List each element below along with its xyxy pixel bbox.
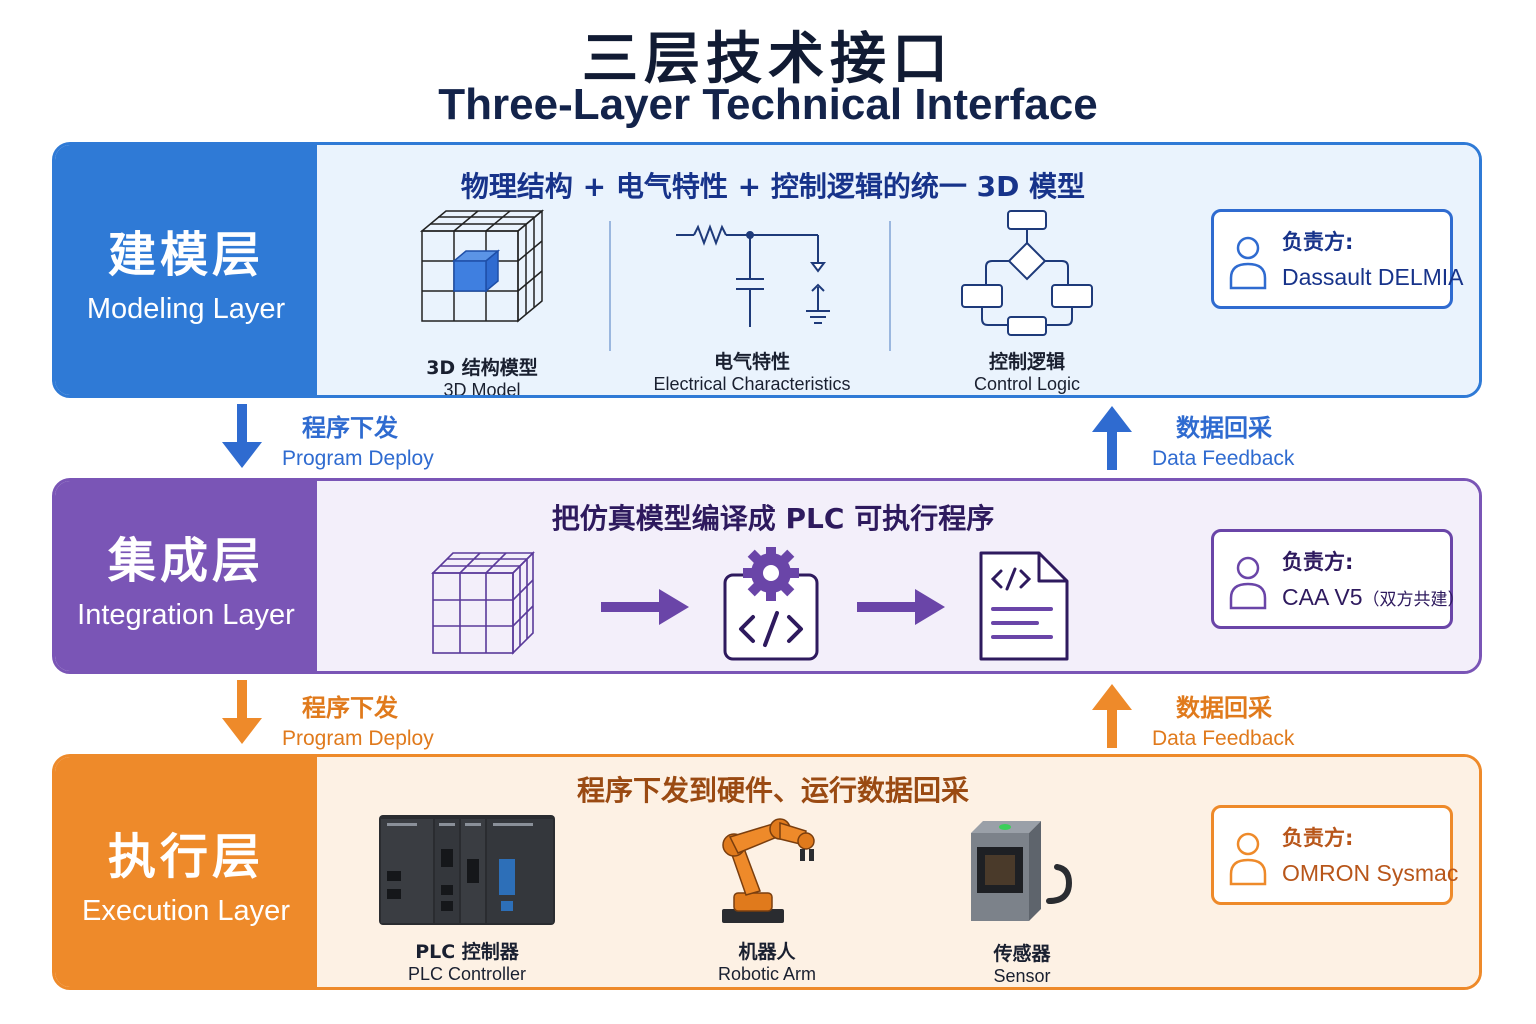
modeling-layer-title-cn: 建模层 — [107, 226, 264, 283]
arrow-right-icon — [857, 589, 945, 625]
integration-layer: 集成层 Integration Layer 把仿真模型编译成 PLC 可执行程序 — [52, 478, 1482, 674]
integration-owner-card: 负责方: CAA V5（双方共建） — [1211, 529, 1465, 629]
modeling-layer-header: 建模层 Modeling Layer — [55, 145, 317, 395]
arrow-right-icon — [601, 589, 689, 625]
3d-cube-grid-icon — [419, 209, 545, 323]
execution-layer-body: 程序下发到硬件、运行数据回采 PLC 控制器 PLC Controller — [317, 757, 1479, 987]
arrow-down-icon — [222, 680, 262, 744]
modeling-owner-label: 负责方: — [1282, 230, 1354, 254]
divider — [609, 221, 611, 351]
integration-layer-header: 集成层 Integration Layer — [55, 481, 317, 671]
item-sensor-label-cn: 传感器 — [993, 943, 1051, 965]
integration-layer-title-cn: 集成层 — [107, 532, 264, 589]
program-deploy-cn: 程序下发 — [302, 694, 398, 722]
person-icon — [1229, 236, 1267, 290]
program-deploy-label-1: 程序下发 Program Deploy — [282, 408, 434, 471]
divider — [889, 221, 891, 351]
execution-layer: 执行层 Execution Layer 程序下发到硬件、运行数据回采 PLC 控… — [52, 754, 1482, 990]
item-control-logic: 控制逻辑 Control Logic — [947, 207, 1107, 395]
execution-layer-header: 执行层 Execution Layer — [55, 757, 317, 987]
execution-layer-headline: 程序下发到硬件、运行数据回采 — [576, 774, 969, 807]
item-control-logic-label-cn: 控制逻辑 — [988, 351, 1065, 373]
execution-owner-value: OMRON Sysmac — [1282, 860, 1459, 886]
modeling-layer-body: 物理结构 + 电气特性 + 控制逻辑的统一 3D 模型 — [317, 145, 1479, 395]
execution-layer-title-en: Execution Layer — [82, 894, 290, 927]
page-title-en: Three-Layer Technical Interface — [438, 80, 1098, 129]
data-feedback-cn: 数据回采 — [1176, 694, 1272, 722]
modeling-owner-value: Dassault DELMIA — [1282, 264, 1464, 290]
integration-owner-note: （双方共建） — [1362, 590, 1465, 609]
program-deploy-en: Program Deploy — [282, 447, 434, 470]
item-control-logic-label-en: Control Logic — [973, 374, 1081, 394]
item-3d-model-label-en: 3D Model — [443, 380, 521, 398]
arrow-down-icon — [222, 404, 262, 468]
arrow-up-icon — [1092, 684, 1132, 748]
circuit-schematic-icon — [676, 224, 830, 327]
modeling-layer-title-en: Modeling Layer — [86, 292, 286, 325]
item-sensor: 传感器 Sensor — [957, 817, 1087, 987]
program-deploy-en: Program Deploy — [282, 727, 434, 750]
plc-controller-icon — [379, 815, 555, 925]
integration-layer-headline: 把仿真模型编译成 PLC 可执行程序 — [551, 502, 995, 535]
sensor-icon — [971, 821, 1073, 921]
item-electrical: 电气特性 Electrical Characteristics — [647, 217, 857, 395]
integration-owner-value: CAA V5（双方共建） — [1282, 584, 1465, 611]
execution-owner-label: 负责方: — [1282, 826, 1354, 850]
modeling-layer: 建模层 Modeling Layer 物理结构 + 电气特性 + 控制逻辑的统一… — [52, 142, 1482, 398]
item-electrical-label-cn: 电气特性 — [713, 351, 790, 373]
flowchart-icon — [961, 210, 1093, 336]
data-feedback-label-1: 数据回采 Data Feedback — [1152, 408, 1294, 471]
data-feedback-label-2: 数据回采 Data Feedback — [1152, 688, 1294, 751]
data-feedback-en: Data Feedback — [1152, 727, 1295, 750]
program-deploy-cn: 程序下发 — [302, 414, 398, 442]
item-electrical-label-en: Electrical Characteristics — [653, 374, 851, 394]
item-plc-label-cn: PLC 控制器 — [415, 941, 519, 963]
item-sensor-label-en: Sensor — [993, 966, 1051, 986]
wireframe-cube-icon — [431, 551, 535, 655]
data-feedback-en: Data Feedback — [1152, 447, 1295, 470]
execution-layer-title-cn: 执行层 — [107, 828, 264, 885]
item-3d-model-label-cn: 3D 结构模型 — [426, 357, 538, 379]
item-plc-label-en: PLC Controller — [407, 964, 527, 984]
item-3d-model: 3D 结构模型 3D Model — [407, 207, 557, 398]
item-robot-label-cn: 机器人 — [738, 941, 796, 963]
robotic-arm-icon — [722, 818, 815, 923]
program-deploy-label-2: 程序下发 Program Deploy — [282, 688, 434, 751]
item-robotic-arm: 机器人 Robotic Arm — [697, 809, 837, 985]
code-compile-icon — [723, 547, 819, 661]
item-robot-label-en: Robotic Arm — [717, 964, 817, 984]
person-icon — [1229, 832, 1267, 886]
item-plc-controller: PLC 控制器 PLC Controller — [377, 809, 557, 985]
execution-owner-card: 负责方: OMRON Sysmac — [1211, 805, 1458, 905]
integration-owner-name: CAA V5 — [1282, 584, 1363, 610]
integration-owner-label: 负责方: — [1282, 550, 1354, 574]
modeling-owner-card: 负责方: Dassault DELMIA — [1211, 209, 1464, 309]
person-icon — [1229, 556, 1267, 610]
page-title-cn: 三层技术接口 — [582, 27, 954, 92]
modeling-layer-headline: 物理结构 + 电气特性 + 控制逻辑的统一 3D 模型 — [460, 170, 1086, 203]
data-feedback-cn: 数据回采 — [1176, 414, 1272, 442]
plc-program-file-icon — [979, 551, 1069, 661]
integration-layer-body: 把仿真模型编译成 PLC 可执行程序 — [317, 481, 1479, 671]
integration-layer-title-en: Integration Layer — [77, 598, 295, 631]
arrow-up-icon — [1092, 406, 1132, 470]
